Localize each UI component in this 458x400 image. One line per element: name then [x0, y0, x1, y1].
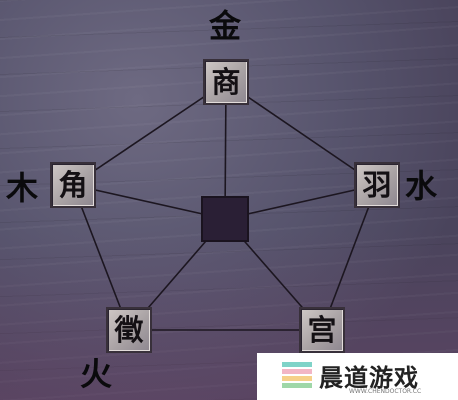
- note-tile-shang[interactable]: 商: [203, 59, 249, 105]
- element-wood-label: 木: [6, 169, 39, 207]
- element-fire-label: 火: [80, 355, 113, 393]
- center-empty-slot[interactable]: [201, 196, 249, 242]
- note-tile-yu[interactable]: 羽: [354, 162, 400, 208]
- note-label: 宫: [307, 312, 337, 347]
- watermark-banner: 晨道游戏 WWW.CHENDOCTOR.CC: [257, 353, 458, 400]
- watermark-brand-text: 晨道游戏: [319, 364, 419, 392]
- element-metal-label: 金: [209, 7, 242, 45]
- brand-logo-icon: [282, 362, 312, 388]
- note-label: 羽: [362, 167, 392, 202]
- note-tile-gong[interactable]: 宫: [299, 307, 345, 353]
- note-tile-jue[interactable]: 角: [50, 162, 96, 208]
- note-label: 角: [58, 167, 88, 202]
- element-water-label: 水: [405, 167, 438, 205]
- note-tile-zhi[interactable]: 徵: [106, 307, 152, 353]
- note-label: 商: [211, 64, 241, 99]
- note-label: 徵: [114, 312, 144, 347]
- watermark-url-text: WWW.CHENDOCTOR.CC: [349, 388, 422, 395]
